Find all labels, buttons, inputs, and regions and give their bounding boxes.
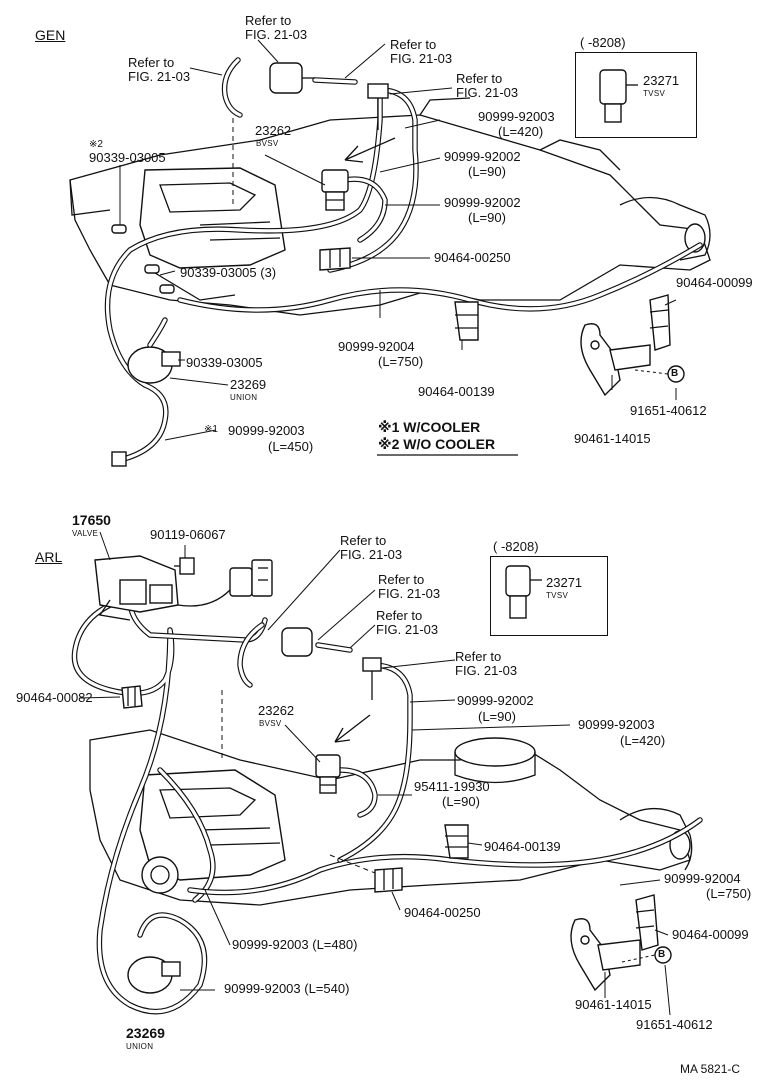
arl-refer-3-line2: FIG. 21-03 <box>376 622 439 637</box>
arl-bolt-06067: 90119-06067 <box>150 527 226 542</box>
gen-hose-750-len: (L=750) <box>378 354 424 369</box>
arl-hose-19930-len: (L=90) <box>442 794 480 809</box>
gen-refer-1: Refer to FIG. 21-03 <box>245 14 307 42</box>
gen-hose-450-len: (L=450) <box>268 439 314 454</box>
arl-b-mark: B <box>658 949 666 960</box>
arl-refer-2: Refer to FIG. 21-03 <box>378 573 440 601</box>
gen-bolt-40612: 91651-40612 <box>630 403 707 418</box>
gen-tvsv-range: ( -8208) <box>580 35 626 50</box>
arl-refer-4-line1: Refer to <box>455 649 502 664</box>
arl-refer-2-line1: Refer to <box>378 572 425 587</box>
gen-hose-420-part: 90999-92003 <box>478 109 555 124</box>
arl-hoses <box>71 589 703 1015</box>
arl-valve-part: 17650 <box>72 512 111 528</box>
gen-refer-2: Refer to FIG. 21-03 <box>128 56 190 84</box>
arl-clip-00099: 90464-00099 <box>672 927 749 942</box>
gen-hoses <box>104 57 703 463</box>
gen-refer-2-line2: FIG. 21-03 <box>128 69 191 84</box>
arl-hose-420-len: (L=420) <box>620 733 666 748</box>
arl-refer-2-line2: FIG. 21-03 <box>378 586 441 601</box>
gen-components <box>111 62 685 467</box>
gen-tvsv-part: 23271 <box>643 73 680 88</box>
arl-refer-3: Refer to FIG. 21-03 <box>376 609 438 637</box>
arl-union-part: 23269 <box>126 1025 165 1041</box>
arl-bvsv-name: BVSV <box>259 719 282 728</box>
gen-clip-00139: 90464-00139 <box>418 384 495 399</box>
gen-union-part: 23269 <box>230 377 267 392</box>
gen-mark1: ※1 <box>204 424 218 435</box>
gen-hose-450-part: 90999-92003 <box>228 423 305 438</box>
arl-refer-1-line2: FIG. 21-03 <box>340 547 403 562</box>
arl-refer-4-line2: FIG. 21-03 <box>455 663 518 678</box>
gen-b-mark: B <box>671 368 679 379</box>
gen-hose-90b-len: (L=90) <box>468 210 506 225</box>
gen-bvsv-part: 23262 <box>255 123 292 138</box>
arl-bolt-40612: 91651-40612 <box>636 1017 713 1032</box>
gen-tvsv-name: TVSV <box>643 89 666 98</box>
gen-hose-90a-len: (L=90) <box>468 164 506 179</box>
gen-refer-1-line2: FIG. 21-03 <box>245 27 308 42</box>
arl-clip-00082: 90464-00082 <box>16 690 93 705</box>
gen-mark2: ※2 <box>89 139 103 150</box>
gen-refer-4-line1: Refer to <box>456 71 503 86</box>
arl-bracket-14015: 90461-14015 <box>575 997 652 1012</box>
arl-hose-750-part: 90999-92004 <box>664 871 741 886</box>
gen-refer-1-line1: Refer to <box>245 13 292 28</box>
gen-bracket-14015: 90461-14015 <box>574 431 651 446</box>
gen-hose-90a-part: 90999-92002 <box>444 149 521 164</box>
gen-union-name: UNION <box>230 393 258 402</box>
gen-part-90339-b: 90339-03005 (3) <box>180 265 277 280</box>
gen-section-title: GEN <box>35 27 66 43</box>
arl-hose-540: 90999-92003 (L=540) <box>224 981 350 996</box>
arl-hose-90-part: 90999-92002 <box>457 693 534 708</box>
arl-section-title: ARL <box>35 549 63 565</box>
arl-clip-00139: 90464-00139 <box>484 839 561 854</box>
gen-tvsv-box <box>575 52 697 138</box>
gen-leaders <box>119 39 677 441</box>
gen-note-no-cooler: ※2 W/O COOLER <box>378 436 496 452</box>
gen-clamp-00250: 90464-00250 <box>434 250 511 265</box>
arl-bvsv-part: 23262 <box>258 703 295 718</box>
gen-engine-body <box>69 97 711 316</box>
arl-leaders <box>79 531 671 1016</box>
gen-refer-3-line2: FIG. 21-03 <box>390 51 453 66</box>
gen-note-cooler: ※1 W/COOLER <box>378 419 481 435</box>
gen-hose-90b-part: 90999-92002 <box>444 195 521 210</box>
arl-hose-19930-part: 95411-19930 <box>414 779 490 794</box>
arl-refer-1: Refer to FIG. 21-03 <box>340 534 402 562</box>
gen-refer-4-line2: FIG. 21-03 <box>456 85 519 100</box>
arl-refer-4: Refer to FIG. 21-03 <box>455 650 517 678</box>
arl-union-name: UNION <box>126 1042 154 1051</box>
gen-refer-2-line1: Refer to <box>128 55 175 70</box>
arl-hose-750-len: (L=750) <box>706 886 752 901</box>
gen-hose-750-part: 90999-92004 <box>338 339 415 354</box>
gen-clip-00099: 90464-00099 <box>676 275 753 290</box>
gen-refer-3: Refer to FIG. 21-03 <box>390 38 452 66</box>
arl-refer-3-line1: Refer to <box>376 608 423 623</box>
gen-refer-3-line1: Refer to <box>390 37 437 52</box>
arl-hose-90-len: (L=90) <box>478 709 516 724</box>
gen-part-90339-c: 90339-03005 <box>186 355 263 370</box>
gen-refer-4: Refer to FIG. 21-03 <box>456 72 518 100</box>
arl-tvsv-box <box>490 556 608 636</box>
arl-tvsv-range: ( -8208) <box>493 539 539 554</box>
gen-bvsv-name: BVSV <box>256 139 279 148</box>
arl-components <box>94 555 672 994</box>
arl-valve-name: VALVE <box>72 529 99 538</box>
arl-hose-420-part: 90999-92003 <box>578 717 655 732</box>
arl-refer-1-line1: Refer to <box>340 533 387 548</box>
arl-tvsv-name: TVSV <box>546 591 569 600</box>
figure-code: MA 5821-C <box>680 1062 741 1076</box>
gen-hose-420-len: (L=420) <box>498 124 544 139</box>
arl-tvsv-part: 23271 <box>546 575 583 590</box>
arl-hose-480: 90999-92003 (L=480) <box>232 937 358 952</box>
arl-clamp-00250: 90464-00250 <box>404 905 481 920</box>
gen-part-90339-a: 90339-03005 <box>89 150 166 165</box>
